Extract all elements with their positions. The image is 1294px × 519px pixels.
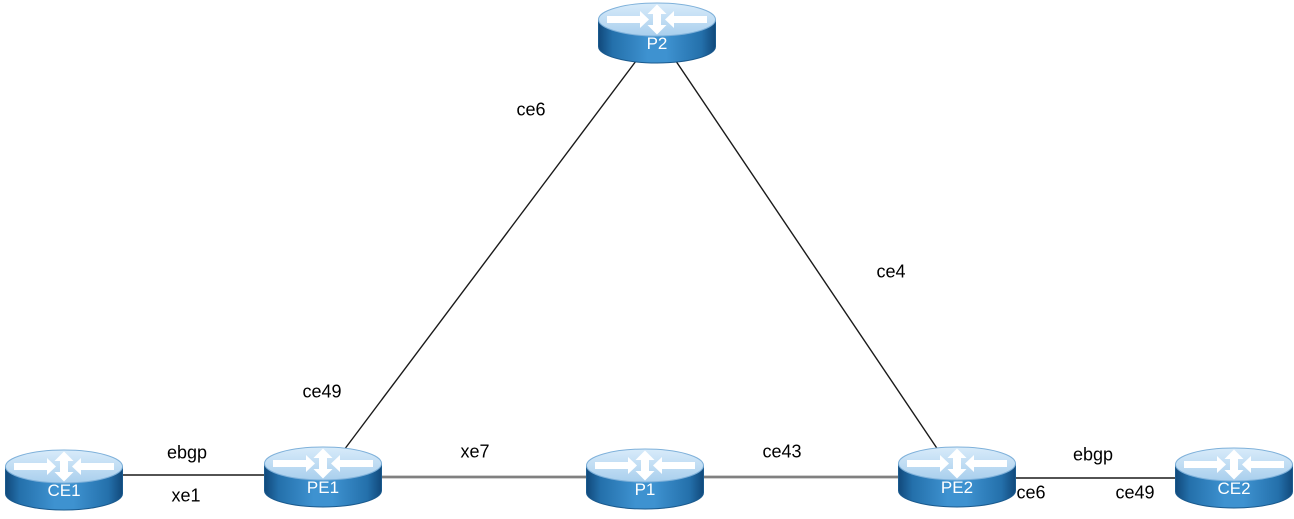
router-node-ce2[interactable]: CE2 bbox=[1174, 446, 1294, 512]
router-icon bbox=[1175, 447, 1293, 509]
router-icon bbox=[898, 446, 1016, 508]
router-icon bbox=[586, 448, 704, 510]
router-node-ce1[interactable]: CE1 bbox=[4, 448, 124, 514]
router-icon bbox=[5, 449, 123, 511]
router-icon bbox=[264, 446, 382, 508]
link-label-ebgp-left: ebgp bbox=[166, 442, 208, 463]
link-pe1-p2[interactable] bbox=[322, 32, 658, 479]
router-icon bbox=[598, 2, 716, 64]
link-label-xe1: xe1 bbox=[171, 485, 201, 506]
link-label-ce43: ce43 bbox=[762, 441, 802, 462]
link-label-ce6-p2: ce6 bbox=[516, 99, 546, 120]
link-label-ce6-pe2: ce6 bbox=[1016, 482, 1046, 503]
router-node-pe2[interactable]: PE2 bbox=[897, 445, 1017, 511]
router-node-p2[interactable]: P2 bbox=[597, 1, 717, 67]
link-label-ce49-ce2: ce49 bbox=[1115, 482, 1155, 503]
link-label-ebgp-right: ebgp bbox=[1072, 444, 1114, 465]
link-pe2-p2[interactable] bbox=[656, 32, 958, 479]
link-label-xe7: xe7 bbox=[460, 441, 490, 462]
router-node-pe1[interactable]: PE1 bbox=[263, 445, 383, 511]
link-label-ce49-pe1: ce49 bbox=[302, 381, 342, 402]
link-label-ce4: ce4 bbox=[876, 261, 906, 282]
router-node-p1[interactable]: P1 bbox=[585, 447, 705, 513]
